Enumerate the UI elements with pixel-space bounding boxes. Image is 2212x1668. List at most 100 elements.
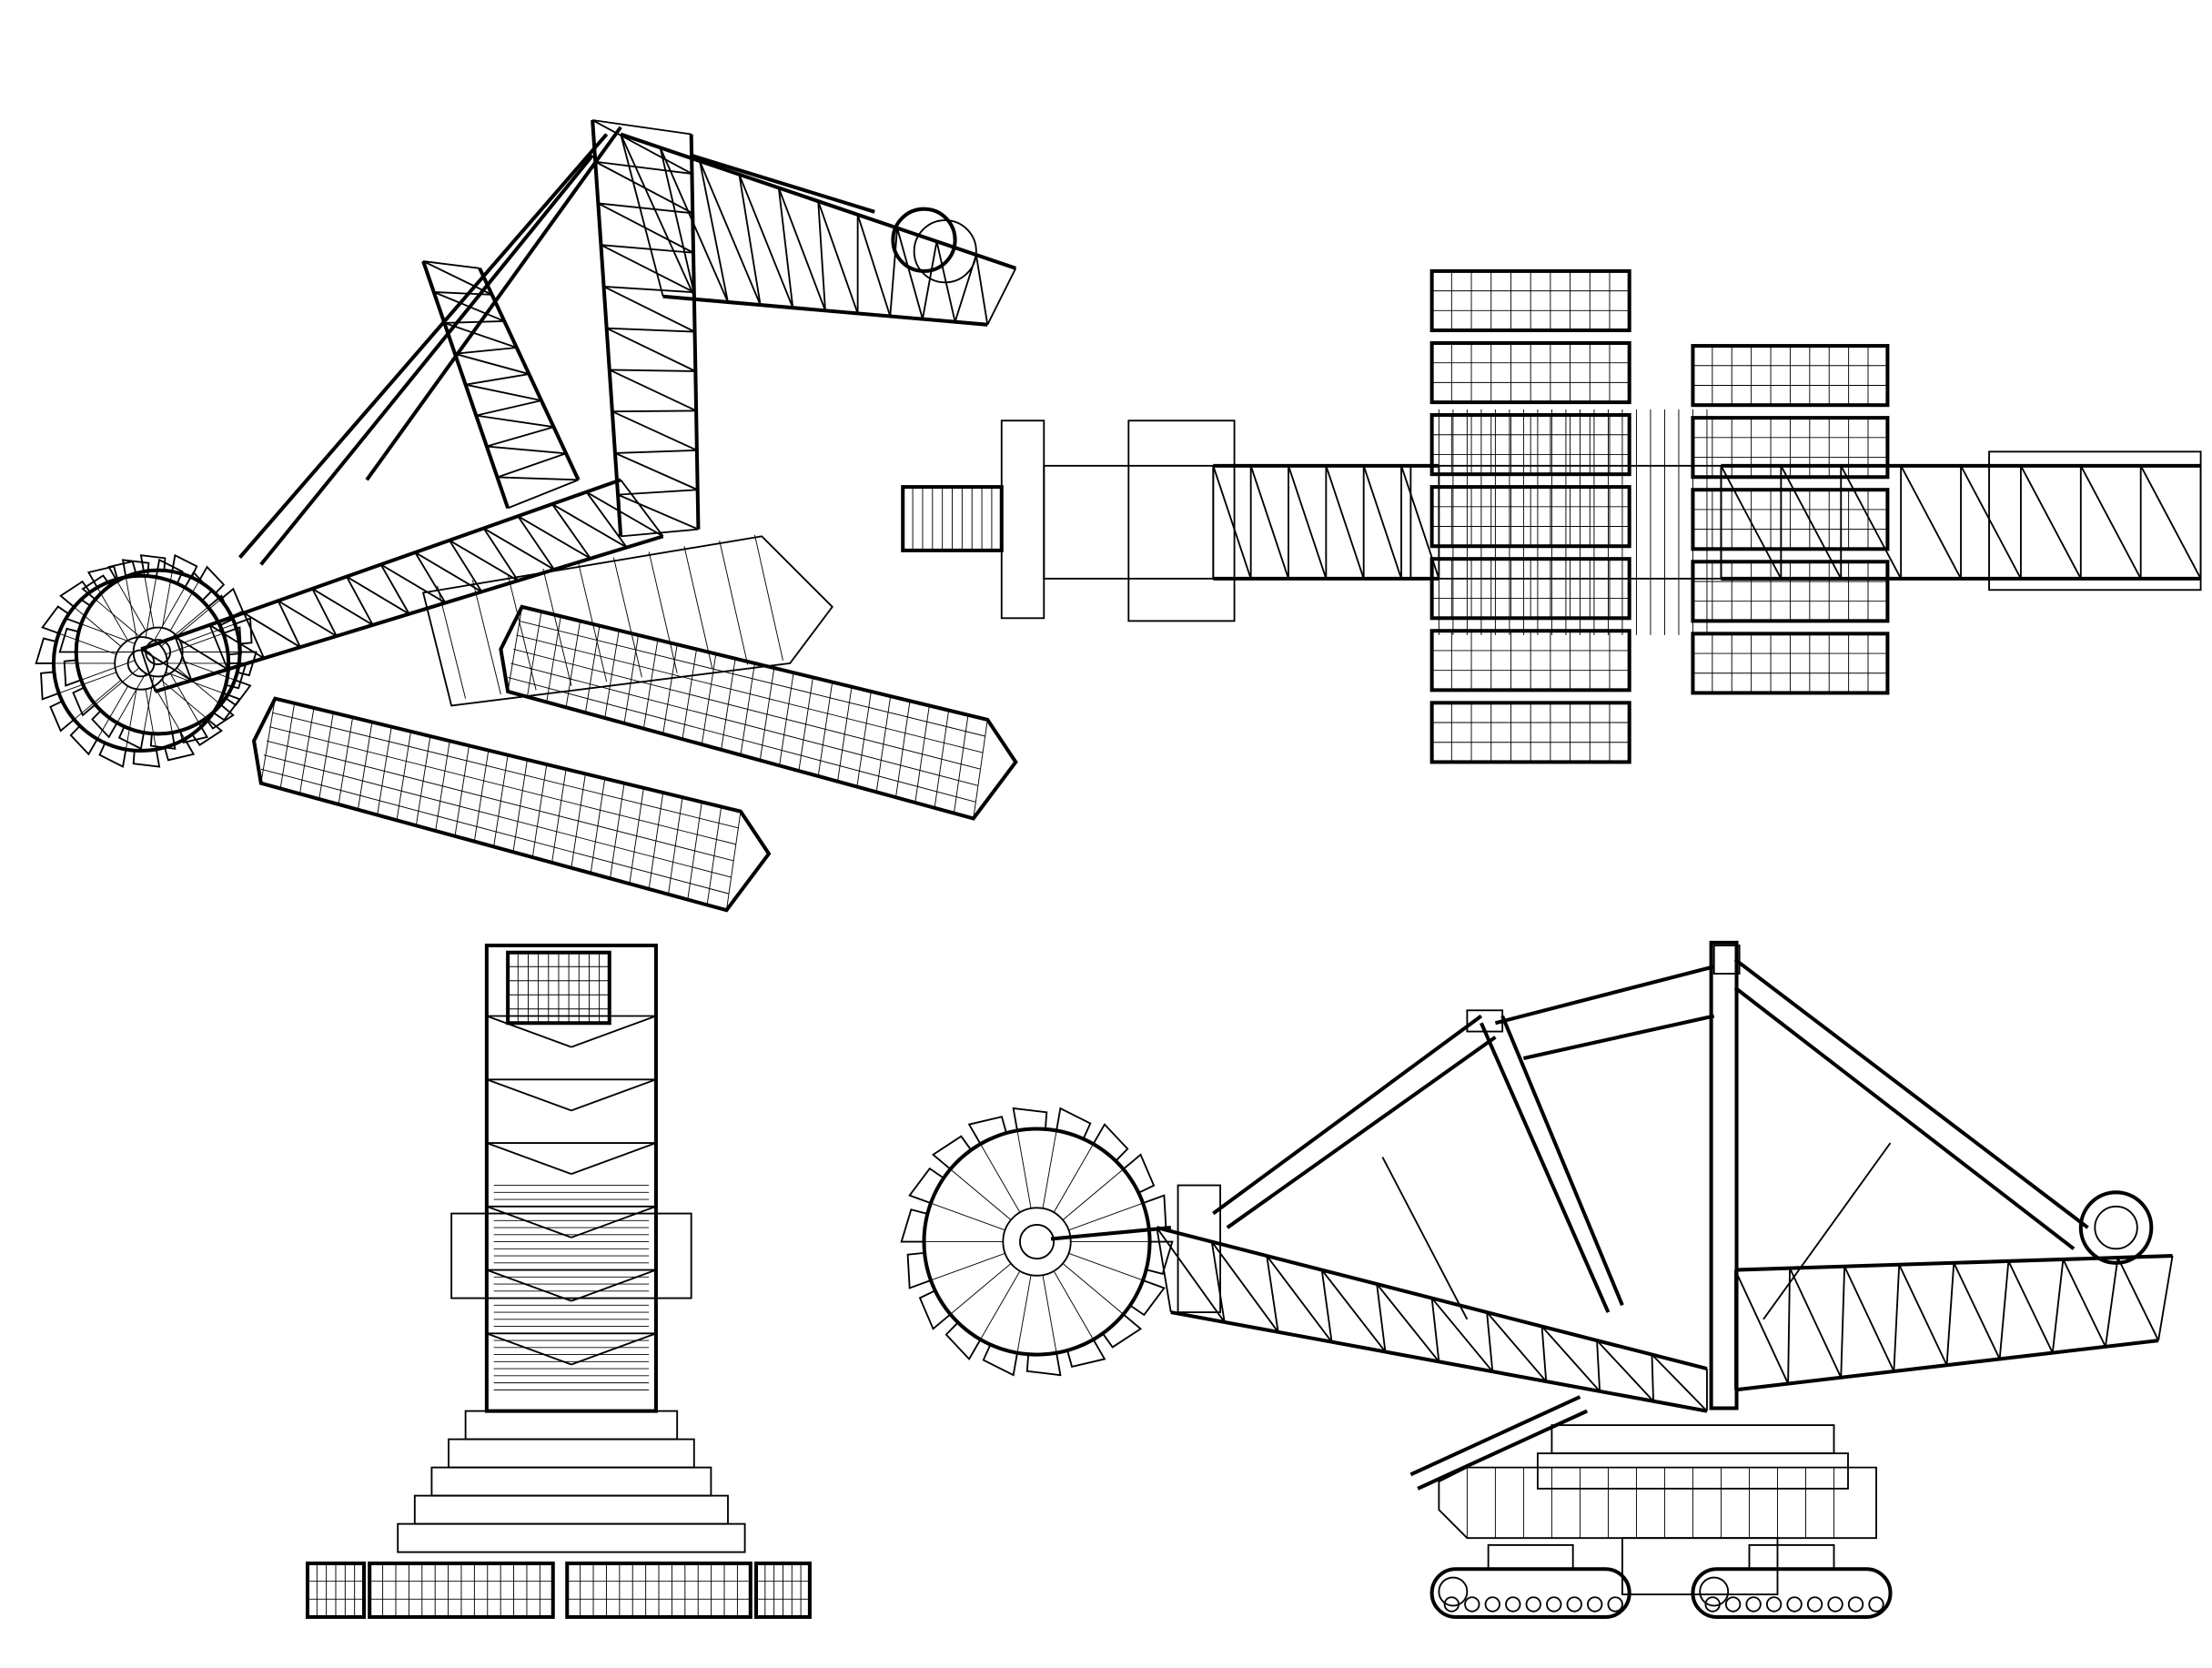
- counterweight-boom: [1843, 1266, 1895, 1372]
- boom: [1430, 1298, 1440, 1362]
- crawler-track: [510, 662, 979, 786]
- bucket: [1092, 1123, 1129, 1163]
- bucket: [212, 692, 241, 722]
- bucket-wheel: [1068, 1202, 1144, 1231]
- counterweight-boom: [1953, 1262, 2001, 1360]
- bucket: [178, 722, 209, 744]
- front-mast: [454, 352, 530, 375]
- platform-rib: [719, 540, 749, 665]
- bucket: [1012, 1107, 1048, 1132]
- front-mast: [444, 320, 505, 324]
- bucket: [63, 659, 83, 687]
- platform-rib: [648, 551, 678, 673]
- housing: [450, 1212, 692, 1299]
- bucket: [197, 565, 226, 595]
- boom: [175, 636, 228, 671]
- counterweight-boom: [817, 200, 859, 314]
- mast: [614, 452, 699, 491]
- platform-rib: [683, 546, 713, 670]
- boom: [1156, 1227, 1226, 1323]
- tower-brace: [486, 1015, 572, 1048]
- counterweight-boom: [2062, 1259, 2106, 1348]
- front-view: [305, 943, 812, 1619]
- counterweight-boom: [1734, 1339, 2159, 1392]
- crawler-frame: [1748, 1543, 1835, 1571]
- boom: [311, 588, 374, 626]
- mast: [591, 119, 623, 537]
- mast: [595, 160, 692, 175]
- bucket-wheel: [169, 581, 200, 632]
- mast: [606, 327, 695, 333]
- boom: [414, 551, 482, 593]
- counterweight-boom: [1780, 465, 1843, 580]
- counterweight-boom: [659, 147, 729, 303]
- road-wheel: [1546, 1596, 1562, 1612]
- bucket-wheel: [1053, 1143, 1094, 1213]
- bucket: [91, 709, 118, 739]
- stay-cable: [1212, 1014, 1483, 1216]
- mast: [611, 409, 697, 413]
- tower-brace: [486, 1332, 572, 1366]
- bucket-wheel: [177, 599, 221, 637]
- bucket: [982, 1343, 1019, 1377]
- boom: [380, 563, 446, 604]
- bucket-wheel: [1018, 1224, 1055, 1260]
- bucket: [40, 671, 60, 701]
- base-tier: [397, 1522, 746, 1553]
- stay-cable: [1226, 1036, 1497, 1229]
- tower-brace: [571, 1015, 657, 1048]
- mast: [603, 286, 695, 333]
- platform-rib: [507, 574, 537, 691]
- bucket-wheel: [143, 675, 155, 733]
- boom-head: [1127, 420, 1236, 622]
- tower-brace: [486, 1078, 572, 1112]
- bucket-wheel: [950, 1168, 1012, 1220]
- road-wheel: [1745, 1596, 1762, 1612]
- counterweight-boom: [986, 268, 1017, 326]
- hanger: [1763, 1142, 1892, 1320]
- tower-brace: [486, 1269, 572, 1302]
- front-mast: [465, 373, 530, 386]
- base-tier: [430, 1466, 712, 1497]
- bucket-wheel: [180, 660, 236, 681]
- platform: [421, 535, 833, 707]
- bucket: [59, 580, 92, 609]
- discharge-conveyor: [1409, 1395, 1581, 1477]
- bucket: [219, 587, 245, 618]
- bucket-wheel: [80, 623, 136, 644]
- counterweight-boom: [699, 160, 762, 306]
- bucket-wheel: [95, 667, 140, 705]
- mast: [591, 119, 692, 175]
- boom: [208, 624, 265, 660]
- road-wheel: [1587, 1596, 1603, 1612]
- bucket: [98, 742, 127, 768]
- front-mast: [486, 426, 554, 448]
- bucket-wheel: [1002, 1207, 1072, 1277]
- crawler-track: [266, 740, 734, 862]
- bucket: [944, 1321, 982, 1361]
- stay-cable: [238, 133, 609, 559]
- crawler-track: [513, 648, 981, 770]
- stay-cable: [1494, 965, 1715, 1026]
- boom: [1651, 1354, 1654, 1401]
- boom: [1540, 1326, 1548, 1382]
- boom: [379, 563, 410, 615]
- boom: [278, 600, 338, 637]
- bucket-wheel: [161, 571, 173, 629]
- bucket-wheel: [145, 689, 157, 750]
- wheel-drive: [1050, 1226, 1172, 1241]
- boom: [140, 648, 192, 682]
- center-frame: [1621, 1537, 1779, 1596]
- drum: [2094, 1205, 2138, 1250]
- stay-cable: [691, 153, 875, 214]
- mast: [621, 528, 699, 538]
- counterweight-boom: [856, 214, 892, 317]
- boom: [620, 479, 664, 537]
- boom: [1596, 1339, 1654, 1402]
- boom: [174, 636, 193, 682]
- crawler-track: [508, 676, 976, 803]
- bucket: [1145, 1240, 1174, 1275]
- boom: [208, 624, 229, 670]
- counterweight-boom: [975, 254, 989, 325]
- counterweight-boom: [1900, 465, 1962, 580]
